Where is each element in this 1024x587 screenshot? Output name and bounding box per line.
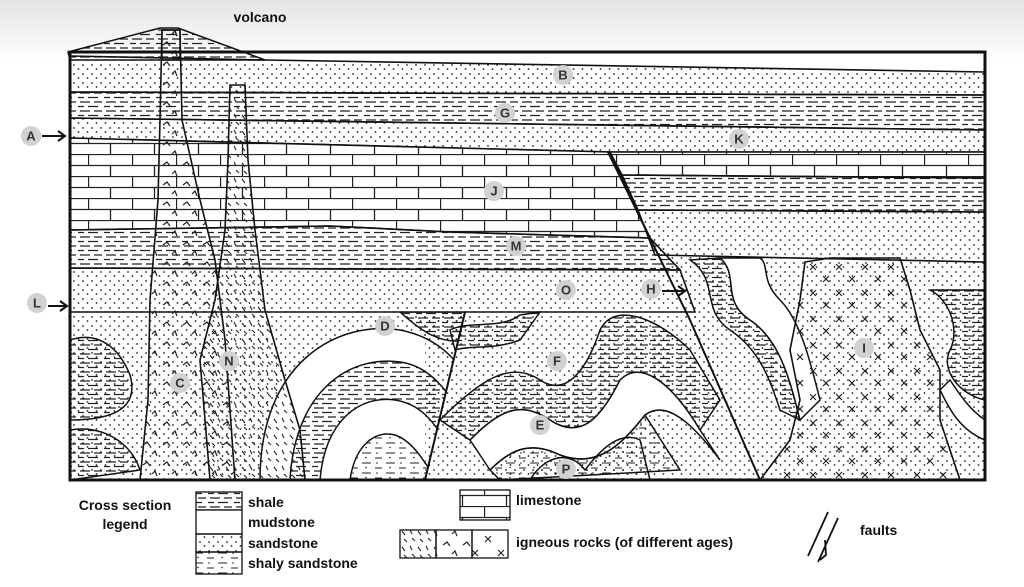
- legend-mudstone-label: mudstone: [248, 514, 315, 530]
- label-d: D: [375, 316, 395, 336]
- svg-text:N: N: [224, 354, 233, 369]
- label-f: F: [547, 351, 567, 371]
- fault-line-lower: [424, 311, 466, 481]
- label-p: P: [556, 459, 576, 479]
- legend-shaly-sandstone-label: shaly sandstone: [248, 555, 358, 571]
- cross-section-frame: [68, 50, 987, 482]
- legend-shaly-sandstone-swatch: [195, 551, 243, 575]
- legend-sandstone-label: sandstone: [248, 535, 319, 551]
- svg-text:D: D: [380, 319, 389, 334]
- svg-text:C: C: [175, 376, 185, 391]
- label-k: K: [729, 129, 749, 149]
- fault-line: [607, 151, 761, 481]
- svg-text:O: O: [561, 283, 571, 298]
- label-h: H: [641, 279, 661, 299]
- svg-text:H: H: [646, 282, 655, 297]
- svg-text:G: G: [500, 106, 510, 121]
- legend-shale-label: shale: [248, 494, 284, 510]
- label-g: G: [495, 103, 515, 123]
- volcanic-vent: [161, 29, 181, 61]
- svg-text:F: F: [553, 354, 561, 369]
- igneous-intrusion-i: [758, 257, 962, 481]
- label-l: L: [27, 293, 47, 313]
- label-a: A: [21, 126, 41, 146]
- legend-igneous-label: igneous rocks (of different ages): [516, 534, 734, 550]
- legend-sandstone-swatch: [195, 533, 243, 553]
- legend-mudstone-swatch: [195, 509, 243, 535]
- svg-text:K: K: [734, 132, 744, 147]
- legend-igneous-swatch-2: [435, 529, 473, 559]
- label-e: E: [530, 415, 550, 435]
- svg-text:M: M: [511, 239, 522, 254]
- legend-heading-line2: legend: [102, 516, 148, 532]
- layer-sandstone-east: [636, 209, 986, 263]
- svg-text:B: B: [558, 68, 567, 83]
- volcano-label: volcano: [234, 9, 287, 25]
- arrow-l: [48, 300, 69, 312]
- svg-text:J: J: [490, 184, 497, 199]
- label-c: C: [170, 373, 190, 393]
- svg-text:I: I: [862, 341, 866, 356]
- legend-shale-swatch: [195, 491, 243, 511]
- arrow-h: [662, 285, 687, 297]
- svg-text:L: L: [33, 296, 41, 311]
- legend-fault-symbol: [807, 511, 839, 563]
- legend-limestone-label: limestone: [516, 492, 582, 508]
- label-b: B: [553, 65, 573, 85]
- svg-text:A: A: [26, 129, 36, 144]
- legend-faults-label: faults: [860, 522, 898, 538]
- legend-limestone-swatch: [459, 489, 511, 521]
- legend-igneous-swatch-3: [471, 529, 509, 559]
- legend-heading-line1: Cross section: [78, 497, 172, 513]
- svg-text:P: P: [562, 462, 571, 477]
- label-o: O: [556, 280, 576, 300]
- label-j: J: [484, 181, 504, 201]
- legend-heading: Cross section legend: [60, 496, 190, 534]
- svg-text:E: E: [536, 418, 545, 433]
- layer-shale-east: [620, 174, 986, 213]
- layer-k-limestone-east: [608, 151, 986, 179]
- label-i: I: [854, 338, 874, 358]
- label-m: M: [506, 236, 526, 256]
- legend-igneous-swatch-1: [399, 529, 437, 559]
- arrow-a: [42, 130, 67, 142]
- label-n: N: [219, 351, 239, 371]
